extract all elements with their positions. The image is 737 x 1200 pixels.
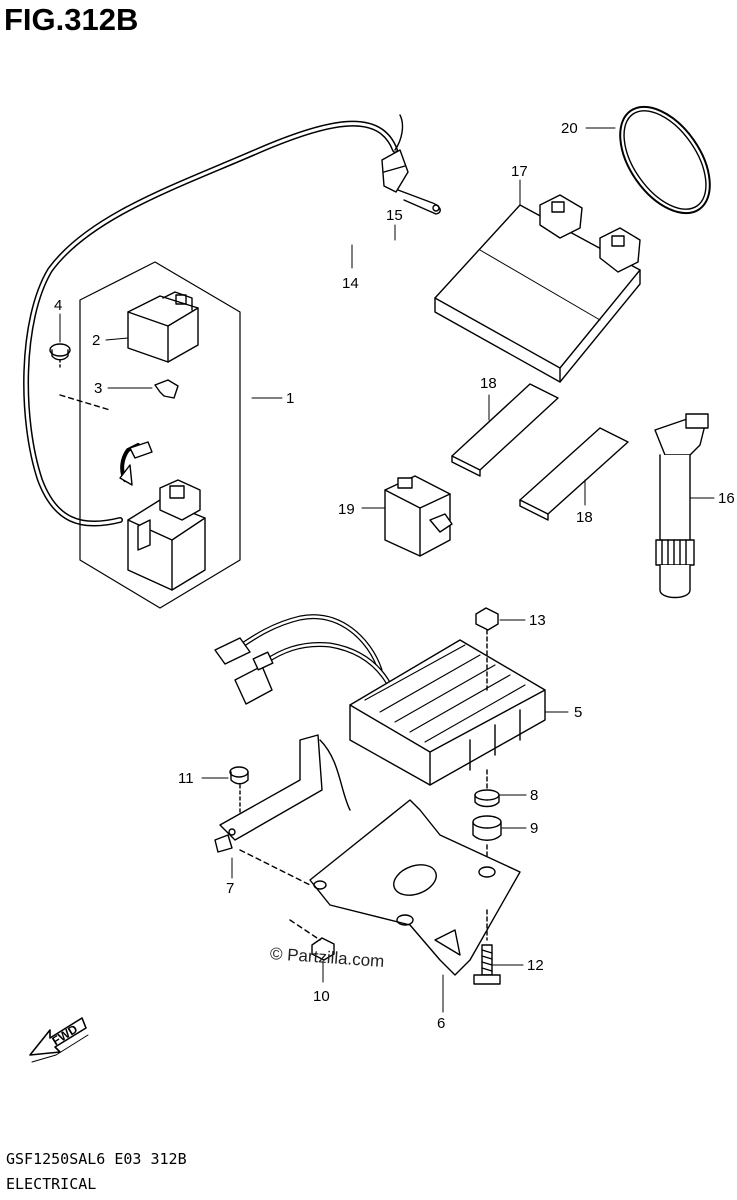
regulator-harness <box>214 614 395 705</box>
callout-11: 11 <box>178 770 194 787</box>
starter-relay-body <box>127 479 206 591</box>
bolt-10 <box>289 919 335 961</box>
footer-figure-code: GSF1250SAL6 E03 312B <box>6 1150 187 1168</box>
callout-8: 8 <box>530 787 538 804</box>
callout-12: 12 <box>527 957 544 974</box>
callout-14: 14 <box>342 275 359 292</box>
figure-title: FIG.312B <box>4 2 139 37</box>
relay-wire <box>59 394 153 486</box>
ecm-unit <box>434 194 641 383</box>
terminal-boot <box>381 149 441 215</box>
callout-19: 19 <box>338 501 355 518</box>
callout-10: 10 <box>313 988 330 1005</box>
cushion-pad-upper <box>451 383 559 477</box>
ignition-coil <box>654 413 709 599</box>
bolt-11 <box>229 766 249 816</box>
callout-6: 6 <box>437 1015 445 1032</box>
relay-clip <box>154 379 179 399</box>
callout-4: 4 <box>54 297 62 314</box>
leader-lines <box>59 127 715 1013</box>
cushion-9 <box>472 815 502 871</box>
grommet-8 <box>474 769 500 808</box>
callout-16: 16 <box>718 490 735 507</box>
relay-cover <box>127 291 199 363</box>
callout-17: 17 <box>511 163 528 180</box>
callout-20: 20 <box>561 120 578 137</box>
callout-13: 13 <box>529 612 546 629</box>
regulator-rectifier <box>349 639 546 786</box>
callout-2: 2 <box>92 332 100 349</box>
bolt-12 <box>473 909 501 985</box>
callout-18-upper: 18 <box>480 375 497 392</box>
callout-1: 1 <box>286 390 294 407</box>
bolt-13 <box>475 607 499 691</box>
callout-3: 3 <box>94 380 102 397</box>
mounting-plate <box>309 799 521 976</box>
battery-cable <box>23 114 404 527</box>
footer-section-name: ELECTRICAL <box>6 1175 97 1193</box>
small-relay <box>384 475 453 557</box>
callout-5: 5 <box>574 704 582 721</box>
fwd-arrow-icon <box>29 1017 89 1063</box>
callout-7: 7 <box>226 880 234 897</box>
screw-4 <box>49 343 71 371</box>
rubber-band <box>619 105 711 215</box>
callout-18-lower: 18 <box>576 509 593 526</box>
callout-9: 9 <box>530 820 538 837</box>
bracket-7 <box>214 734 351 886</box>
relay-assembly-outline <box>79 261 241 609</box>
cushion-pad-lower <box>519 427 629 521</box>
callout-15: 15 <box>386 207 403 224</box>
